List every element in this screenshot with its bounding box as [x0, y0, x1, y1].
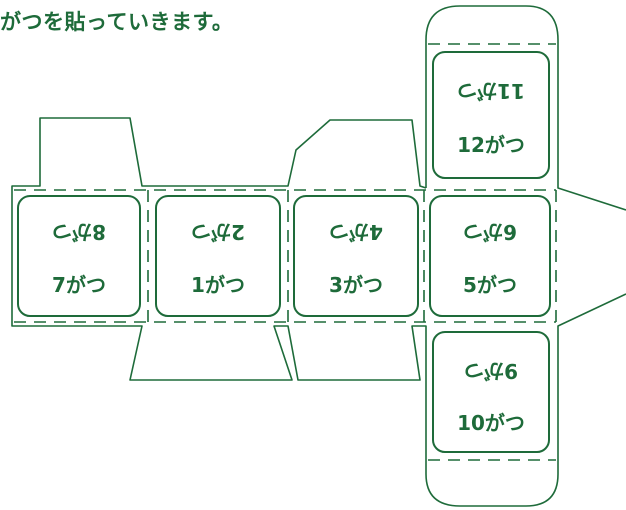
- fold-lines: [14, 43, 557, 461]
- panel-col1-upper: 8がつ: [52, 220, 106, 244]
- panel-top: 11がつ 12がつ: [432, 51, 550, 179]
- panel-bottom-lower: 10がつ: [457, 411, 525, 435]
- panel-col3-lower: 3がつ: [329, 273, 383, 297]
- panel-col3-upper: 4がつ: [329, 220, 383, 244]
- instruction-heading: がつを貼っていきます。: [0, 10, 234, 34]
- net-outline: [11, 5, 626, 507]
- panel-top-upper: 11がつ: [457, 79, 525, 103]
- panel-col2-upper: 2がつ: [191, 220, 245, 244]
- panel-bottom-upper: 9がつ: [464, 359, 518, 383]
- panel-col2: 2がつ 1がつ: [155, 195, 281, 317]
- panel-bottom: 9がつ 10がつ: [432, 331, 550, 453]
- panel-col3: 4がつ 3がつ: [293, 195, 419, 317]
- panel-top-lower: 12がつ: [457, 133, 525, 157]
- panel-col4-lower: 5がつ: [463, 273, 517, 297]
- panel-col4: 6がつ 5がつ: [429, 195, 551, 317]
- panel-col1: 8がつ 7がつ: [17, 195, 141, 317]
- panel-col1-lower: 7がつ: [52, 273, 106, 297]
- panel-col4-upper: 6がつ: [463, 220, 517, 244]
- panel-col2-lower: 1がつ: [191, 273, 245, 297]
